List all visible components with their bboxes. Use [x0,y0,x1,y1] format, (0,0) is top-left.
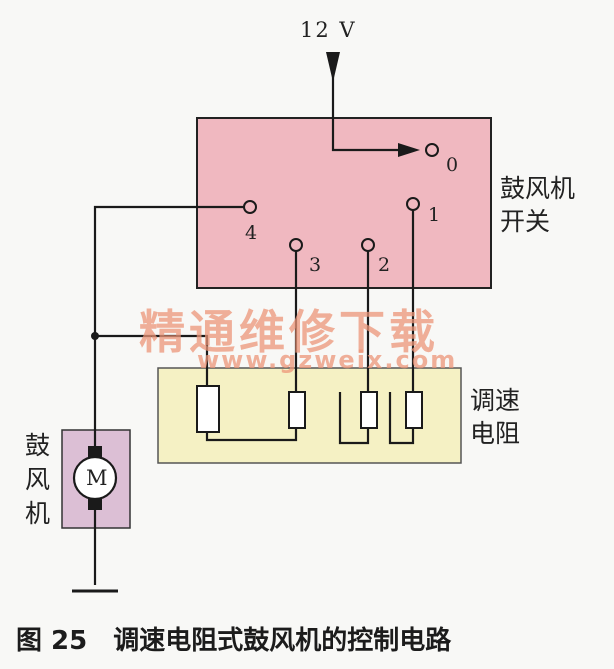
supply-wire [331,60,400,152]
terminal-2-contact [361,238,375,252]
watermark-text: 精通维修下载 [139,305,439,359]
switch-arrow [398,143,420,157]
resistor-element-2 [360,391,378,429]
blower-label-line2: 风 [25,465,51,494]
switch-label-line2: 开关 [500,207,551,236]
terminal-4-contact [243,200,257,214]
blower-label-line1: 鼓 [25,431,51,460]
blower-label-line3: 机 [25,499,51,528]
resistor-link-4 [388,392,415,445]
terminal-4-label: 4 [245,222,258,244]
resistor-bus-wire [95,334,209,386]
resistor-label-line2: 电阻 [470,419,521,448]
terminal-0-label: 0 [446,154,459,176]
fuse-housing [196,385,220,433]
terminal-1-label: 1 [428,204,441,226]
resistor-link-3 [338,392,370,445]
resistor-label-line1: 调速 [470,386,521,415]
blower-switch-box [196,117,492,289]
motor-brush-top [88,446,102,458]
figure-caption: 图 25 调速电阻式鼓风机的控制电路 [16,626,452,656]
terminal-3-contact [289,238,303,252]
supply-arrow [326,52,340,82]
junction-dot [91,332,99,340]
terminal-3-label: 3 [309,254,322,276]
resistor-element-1 [405,391,423,429]
switch-label-line1: 鼓风机 [500,174,576,203]
terminal-0-contact [425,143,439,157]
terminal-2-label: 2 [378,254,391,276]
supply-voltage-label: 12 V [300,18,357,42]
resistor-element-3 [288,391,306,429]
motor-symbol [72,455,118,501]
resistor-link-1 [205,428,298,442]
motor-brush-bottom [88,498,102,510]
watermark-url: www.gzweix.com [197,346,458,374]
terminal-1-contact [406,197,420,211]
motor-letter: M [86,466,108,490]
